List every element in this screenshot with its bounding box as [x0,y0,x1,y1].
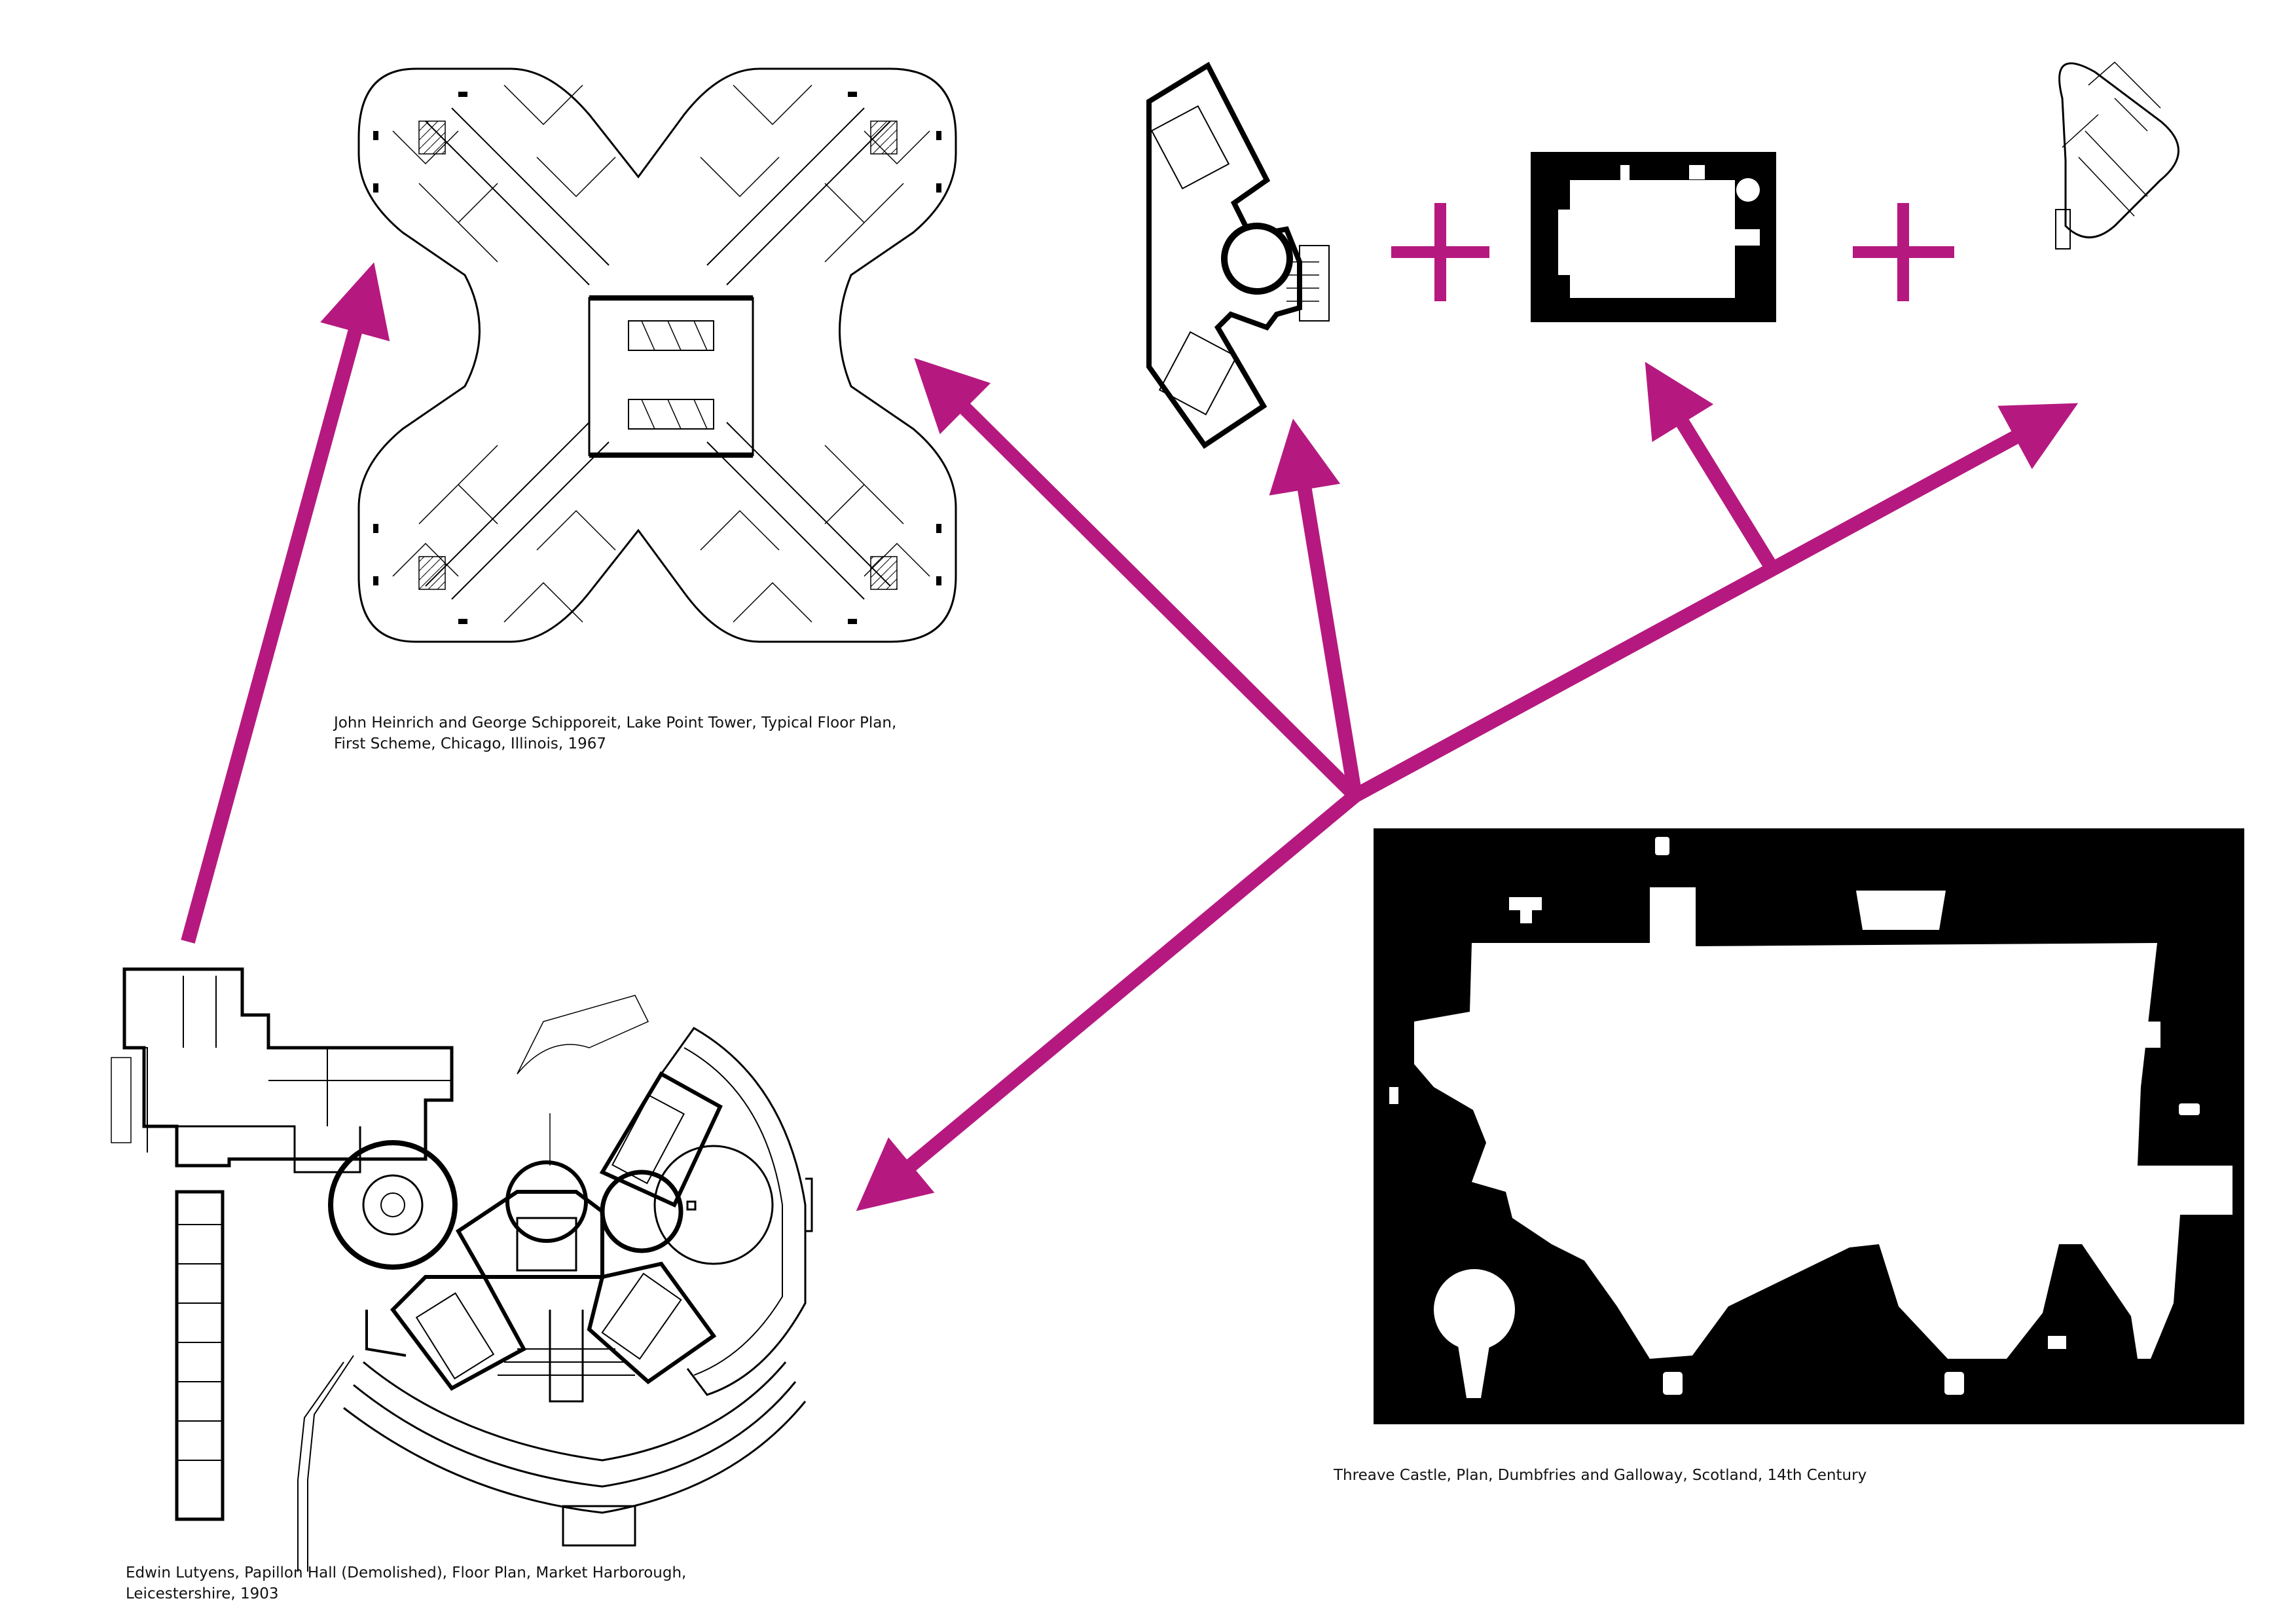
plus-operator-2 [1853,203,1954,301]
caption-papillon-hall-line1: Edwin Lutyens, Papillon Hall (Demolished… [126,1564,687,1581]
arrow-to-lake-point-tower-center [914,358,1360,801]
caption-threave-castle: Threave Castle, Plan, Dumbfries and Gall… [1334,1465,1867,1486]
caption-lake-point-tower-line2: First Scheme, Chicago, Illinois, 1967 [334,735,607,752]
arrow-to-lake-point-fragment [1351,403,2079,802]
caption-papillon-hall: Edwin Lutyens, Papillon Hall (Demolished… [126,1562,686,1604]
caption-lake-point-tower-line1: John Heinrich and George Schipporeit, La… [334,714,897,731]
arrow-to-papillon-hall [856,790,1360,1211]
papillon-hall-plan [111,967,813,1572]
relationship-arrows [181,262,2079,1211]
threave-castle-plan [1374,828,2244,1424]
papillon-hall-fragment [1146,62,1330,449]
threave-castle-small [1531,152,1776,322]
caption-papillon-hall-line2: Leicestershire, 1903 [126,1585,279,1602]
arrow-to-lake-point-tower [181,262,390,944]
arrow-to-papillon-fragment [1269,418,1362,797]
lake-point-tower-plan [357,67,957,643]
lake-point-tower-fragment [2055,61,2179,249]
arrow-to-threave-small [1645,361,1777,570]
plus-operator-1 [1391,203,1489,301]
caption-lake-point-tower: John Heinrich and George Schipporeit, La… [334,712,896,754]
caption-threave-castle-line1: Threave Castle, Plan, Dumbfries and Gall… [1334,1467,1867,1484]
